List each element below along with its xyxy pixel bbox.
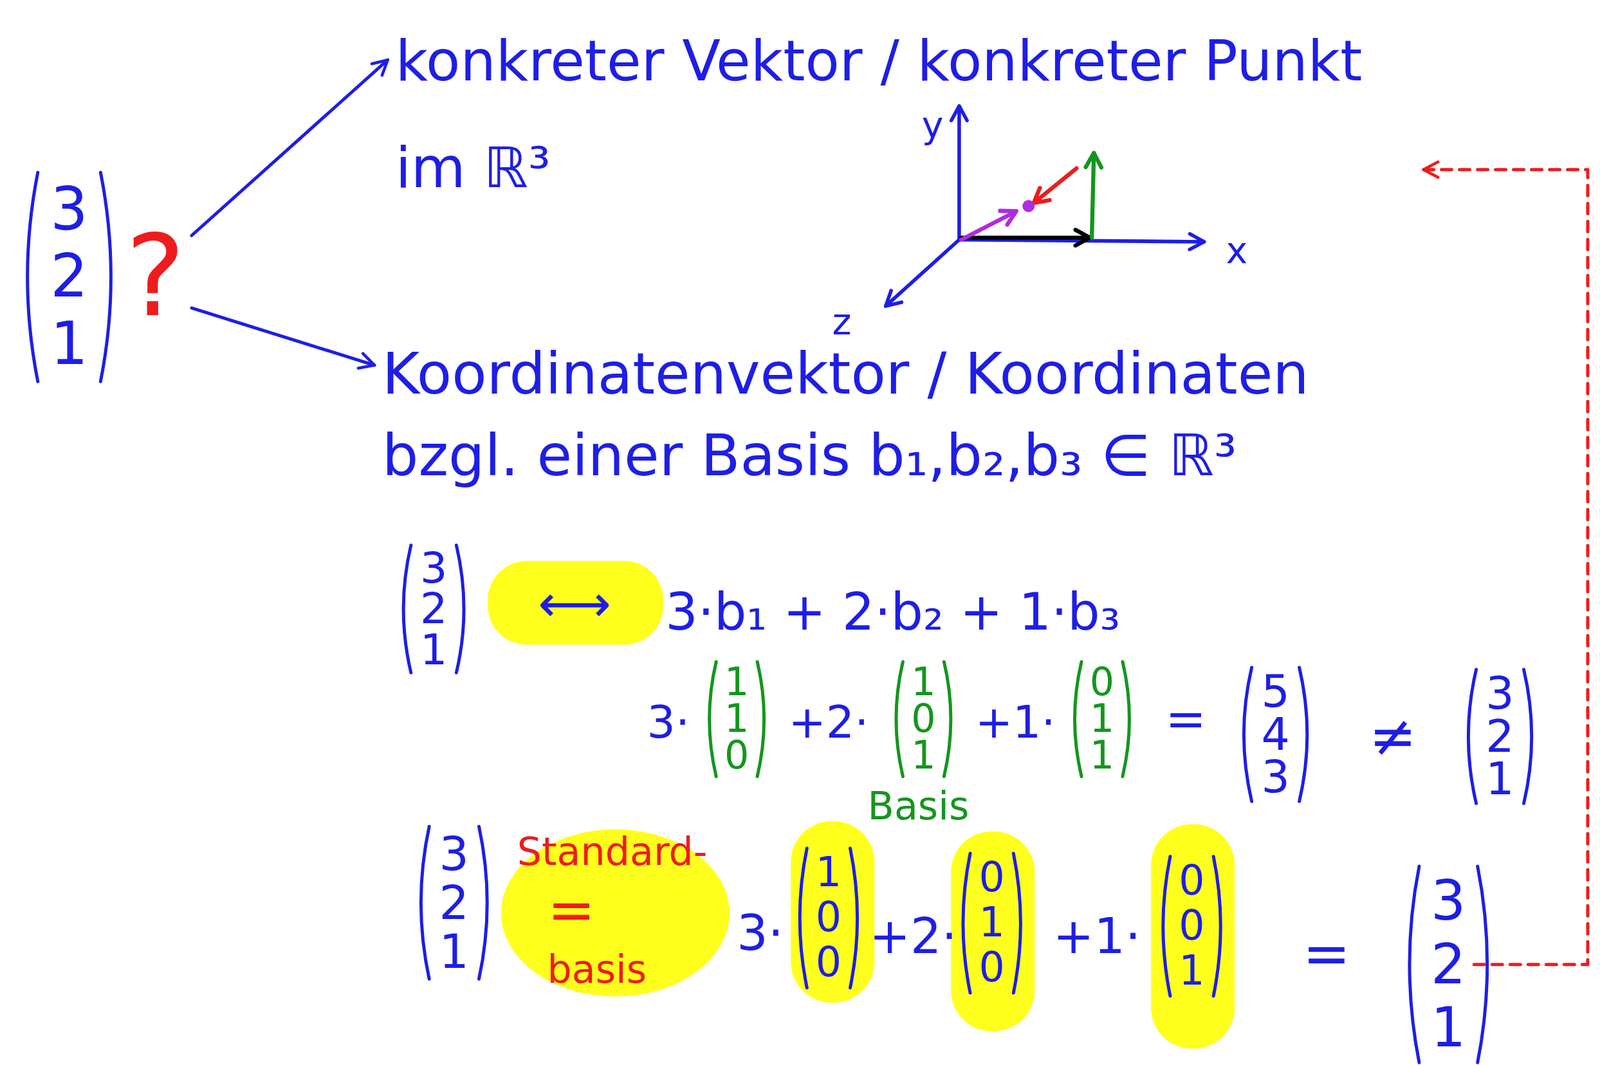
column-vector: 3 2 1 xyxy=(1428,869,1468,1060)
basis-vector: 1 0 1 xyxy=(909,664,937,775)
equals-sign: = xyxy=(1165,690,1207,749)
vector-parenthesis xyxy=(478,826,488,980)
equivalence-arrow: ⟷ xyxy=(537,573,612,635)
vector-parenthesis xyxy=(27,172,38,382)
meaning-text: Koordinatenvektor / Koordinaten bzgl. ei… xyxy=(379,331,1406,500)
meaning-heading: Koordinatenvektor / Koordinaten bzgl. ei… xyxy=(382,333,1403,498)
equals-sign: = xyxy=(547,876,596,946)
highlight-blob xyxy=(950,831,1035,1032)
vector-parenthesis xyxy=(1013,853,1021,994)
column-vector: 3 2 1 xyxy=(1484,672,1516,801)
highlight-blob xyxy=(1150,824,1235,1050)
linear-combination: 3·b₁ + 2·b₂ + 1·b₃ xyxy=(665,581,1121,643)
column-vector: 3 2 1 xyxy=(48,176,90,379)
vector-node: 3 2 1? xyxy=(45,173,188,381)
y-axis-head xyxy=(951,106,967,121)
coefficient: 3· xyxy=(736,904,784,964)
vector-parenthesis xyxy=(709,662,717,778)
parenthesis-group xyxy=(27,172,1532,1063)
position-vector-head xyxy=(999,211,1016,226)
y-component-vector-head xyxy=(1033,187,1050,203)
column-vector: 5 4 3 xyxy=(1259,670,1292,800)
not-equal-sign: ≠ xyxy=(1369,702,1417,772)
vector-parenthesis xyxy=(799,848,807,989)
connector-arrow xyxy=(191,308,375,366)
connector-arrow xyxy=(191,59,388,236)
z-component-vector xyxy=(1091,153,1094,239)
column-vector: 3 2 1 xyxy=(418,548,450,671)
vector-parenthesis xyxy=(420,826,430,980)
coefficient: +2· xyxy=(869,907,957,966)
vector-parenthesis xyxy=(403,545,412,673)
illustration-group xyxy=(487,106,1235,1050)
coefficient: +1· xyxy=(975,695,1056,750)
x-axis-head xyxy=(1189,234,1204,250)
vector-parenthesis xyxy=(757,662,765,778)
vector-parenthesis xyxy=(850,848,858,989)
y-axis xyxy=(957,106,962,240)
unit-vector: 0 1 0 xyxy=(977,856,1006,991)
standard-basis-label: basis xyxy=(546,946,647,993)
connector-arrow xyxy=(1423,169,1588,966)
vector-parenthesis xyxy=(896,662,904,778)
vector-parenthesis xyxy=(456,545,464,673)
coefficient: +2· xyxy=(788,695,869,750)
coefficient: +1· xyxy=(1053,907,1141,966)
highlight-blob xyxy=(790,821,875,1003)
axis-label: z xyxy=(832,299,852,344)
vector-parenthesis xyxy=(100,172,111,382)
vector-parenthesis xyxy=(1213,856,1221,997)
unit-vector: 0 0 1 xyxy=(1177,859,1206,994)
position-vector xyxy=(961,211,1017,240)
basis-label: Basis xyxy=(867,782,970,830)
meaning-heading: konkreter Vektor / konkreter Punkt im ℝ³ xyxy=(395,7,1417,222)
vector-parenthesis xyxy=(1163,856,1171,997)
vector-parenthesis xyxy=(1299,667,1308,802)
highlight-blob xyxy=(487,560,664,645)
x-component-vector-head xyxy=(1075,229,1090,246)
unit-vector: 1 0 0 xyxy=(814,851,843,986)
vector-parenthesis xyxy=(1243,667,1252,802)
vector-parenthesis xyxy=(1524,669,1532,804)
equals-sign: = xyxy=(1302,919,1351,989)
axis-label: x xyxy=(1225,227,1248,273)
vector-parenthesis xyxy=(943,662,951,778)
basis-vector: 0 1 1 xyxy=(1088,664,1116,775)
basis-vector: 1 1 0 xyxy=(723,664,751,775)
vector-parenthesis xyxy=(963,853,971,994)
coefficient: 3· xyxy=(647,695,691,750)
x-component-vector xyxy=(961,235,1090,240)
axis-label: y xyxy=(921,102,944,147)
z-axis-head xyxy=(885,290,902,307)
point-dot xyxy=(1022,200,1035,213)
vector-parenthesis xyxy=(1122,662,1130,778)
z-component-vector-head xyxy=(1085,153,1102,168)
question-mark: ? xyxy=(125,220,186,333)
y-component-vector xyxy=(1033,168,1077,204)
meaning-text: konkreter Vektor / konkreter Punkt im ℝ³ xyxy=(393,5,1419,225)
standard-basis-label: Standard- xyxy=(517,828,708,875)
vector-parenthesis xyxy=(1409,866,1420,1063)
result-vector-node: 3 2 1 xyxy=(1426,867,1471,1063)
z-axis xyxy=(885,239,960,307)
column-vector: 3 2 1 xyxy=(437,829,471,977)
vector-parenthesis xyxy=(1468,669,1476,804)
vector-parenthesis xyxy=(1074,662,1082,778)
